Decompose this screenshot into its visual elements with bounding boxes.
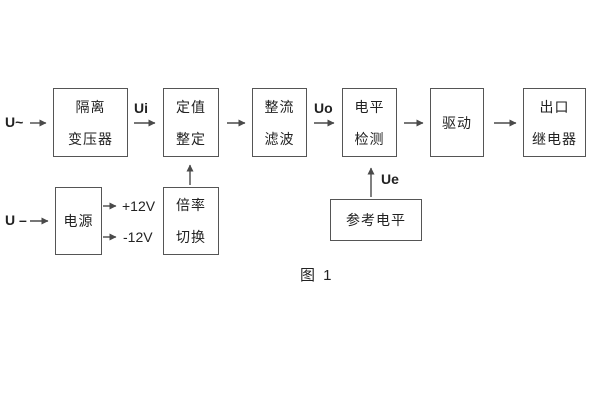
block-isolation-transformer: 隔离 变压器 bbox=[53, 88, 128, 157]
label-ui: Ui bbox=[134, 100, 148, 116]
block-ratio-switch: 倍率 切换 bbox=[163, 187, 219, 255]
block-reference-level: 参考电平 bbox=[330, 199, 422, 241]
label-input-dc: U – bbox=[5, 212, 27, 228]
label-minus-12v: -12V bbox=[123, 229, 153, 245]
block-power-supply: 电源 bbox=[55, 187, 102, 255]
label-ue: Ue bbox=[381, 171, 399, 187]
label-input-ac: U~ bbox=[5, 114, 24, 130]
block-rectifier-filter: 整流 滤波 bbox=[252, 88, 307, 157]
block-output-relay: 出口 继电器 bbox=[523, 88, 586, 157]
block-drive: 驱动 bbox=[430, 88, 484, 157]
block-setting-adjust: 定值 整定 bbox=[163, 88, 219, 157]
block-level-detect: 电平 检测 bbox=[342, 88, 397, 157]
figure-caption: 图 1 bbox=[300, 267, 334, 284]
label-uo: Uo bbox=[314, 100, 333, 116]
label-plus-12v: +12V bbox=[122, 198, 156, 214]
